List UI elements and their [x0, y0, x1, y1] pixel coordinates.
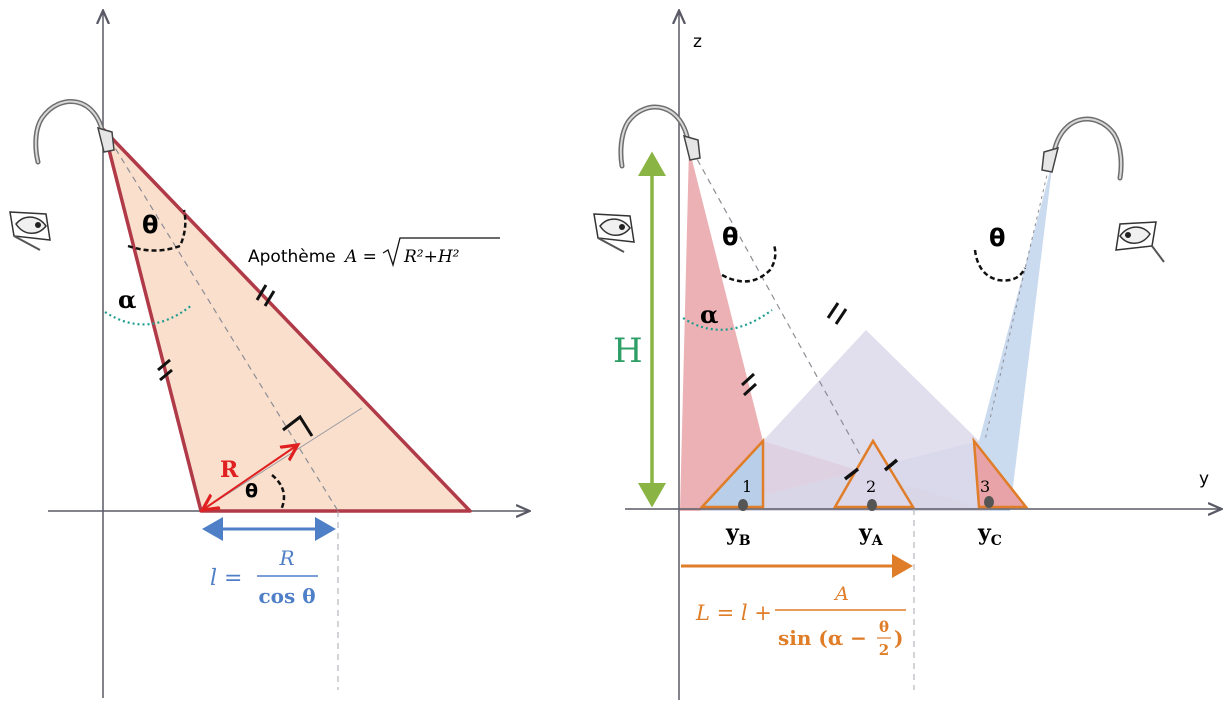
object-triangle-1 [699, 437, 765, 509]
right-diagram: z y H θ θ α 1 2 3 [593, 12, 1220, 700]
apotheme-formula-lhs: A = [343, 247, 377, 267]
right-angle-mark [282, 414, 314, 437]
right-desk-lamp-icon-left [618, 104, 701, 169]
left-theta-bottom-arc [271, 474, 286, 511]
right-H-label: H [613, 331, 643, 371]
right-L-den-frac-num: θ [879, 618, 889, 636]
left-alpha-arc [104, 304, 193, 326]
right-y-label: y [1199, 469, 1209, 489]
left-R-arrow [204, 446, 296, 509]
left-l-lhs: l = [210, 566, 242, 591]
label-yA: yA [858, 520, 884, 549]
right-z-label: z [693, 32, 702, 52]
left-bisector-dashed [103, 129, 339, 512]
right-red-bisector-dashed [691, 149, 875, 481]
left-eye-icon [9, 211, 51, 251]
point-yA [867, 499, 877, 511]
right-L-den-pre: sin (α − [778, 626, 867, 650]
right-eye-icon-right [1115, 221, 1165, 263]
left-equal-ticks-hyp [255, 284, 276, 307]
right-alpha-arc [682, 309, 773, 331]
object-triangle-2-label: 2 [866, 477, 876, 496]
label-yC: yC [977, 520, 1002, 549]
right-blue-bisector-dashed [984, 161, 1051, 441]
right-L-num: A [833, 583, 849, 605]
left-R-label: R [220, 457, 239, 483]
object-triangle-3 [972, 437, 1029, 509]
right-theta-red-arc [721, 244, 777, 283]
right-eye-icon-left [593, 213, 635, 253]
left-theta-bottom: θ [245, 480, 258, 502]
right-L-lhs: L = l + [695, 601, 772, 625]
right-L-den-post: ) [894, 626, 903, 650]
right-red-beam [680, 148, 990, 511]
left-theta-top: θ [142, 211, 159, 239]
apotheme-sqrt-sign [382, 237, 500, 268]
right-theta-blue: θ [989, 224, 1006, 252]
left-desk-lamp-icon [33, 99, 115, 165]
right-equal-ticks-2 [740, 372, 758, 397]
right-theta-blue-arc [973, 249, 1027, 282]
right-theta-red: θ [722, 223, 739, 251]
right-desk-lamp-icon-right [1041, 116, 1124, 181]
right-overlap-region [700, 330, 990, 511]
left-l-den: cos θ [258, 584, 315, 608]
right-alpha: α [700, 300, 718, 329]
label-yB: yB [725, 520, 751, 549]
left-l-num: R [278, 546, 294, 570]
right-L-den-frac-den: 2 [879, 641, 889, 659]
triangle-2-ticks [843, 458, 899, 481]
apotheme-label: Apothème [248, 247, 336, 267]
object-triangle-3-label: 3 [980, 477, 990, 496]
object-triangle-1-label: 1 [742, 477, 752, 496]
left-alpha: α [118, 285, 136, 314]
point-yC [984, 496, 994, 508]
left-diagram: R θ α θ Apothème A = R²+H² l = R cos θ [9, 12, 528, 698]
apotheme-formula-rhs: R²+H² [403, 247, 460, 267]
left-light-triangle [102, 128, 472, 513]
left-theta-top-arc [127, 209, 187, 252]
left-equal-ticks-side [157, 358, 173, 382]
right-equal-ticks-1 [826, 302, 848, 325]
point-yB [738, 499, 748, 511]
